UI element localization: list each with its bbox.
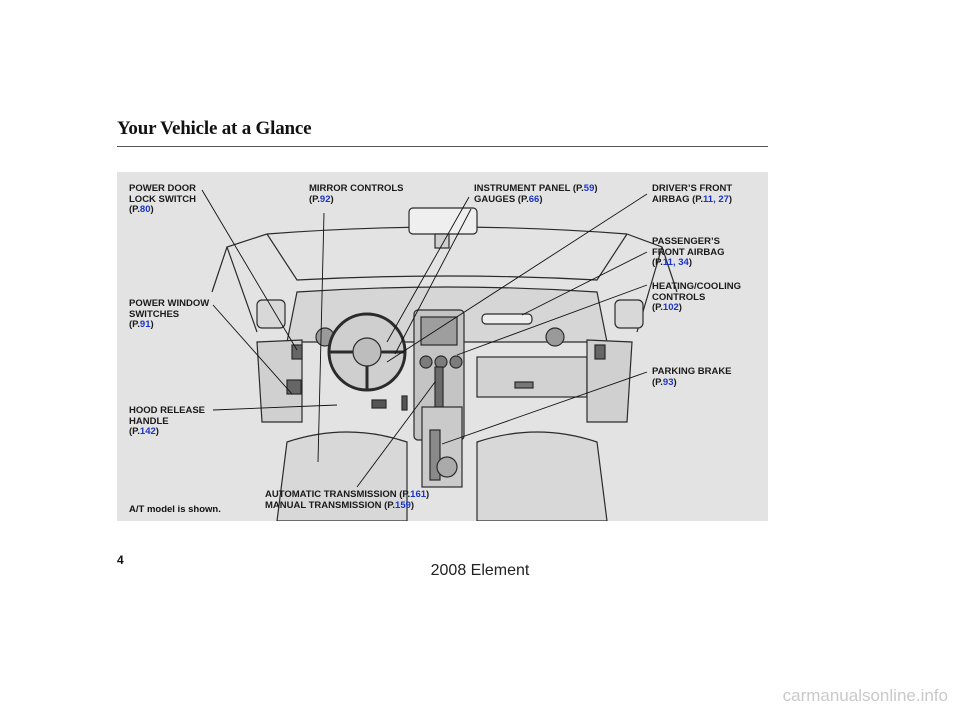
callout-drivers-front-airbag: DRIVER’S FRONT AIRBAG (P.11, 27): [652, 184, 732, 205]
page-ref-link[interactable]: 11, 34: [663, 257, 689, 268]
watermark: carmanualsonline.info: [783, 686, 948, 706]
page-title: Your Vehicle at a Glance: [117, 118, 311, 140]
page-ref-link[interactable]: 80: [140, 204, 151, 215]
dashboard-drawing: [117, 172, 768, 521]
callout-ref-suffix: ): [594, 183, 597, 194]
page-ref-link[interactable]: 161: [410, 489, 426, 500]
callout-mirror-controls: MIRROR CONTROLS (P.92): [309, 184, 403, 205]
callout-label: GAUGES (P.: [474, 194, 529, 205]
page-ref-link[interactable]: 91: [140, 319, 151, 330]
callout-label: POWER WINDOW: [129, 299, 209, 310]
callout-ref-prefix: (P.: [129, 319, 140, 330]
callout-ref-prefix: (P.: [652, 302, 663, 313]
callout-ref-suffix: ): [156, 426, 159, 437]
page-ref-link[interactable]: 66: [529, 194, 540, 205]
callout-heating-cooling-controls: HEATING/COOLING CONTROLS (P.102): [652, 282, 741, 314]
callout-ref-prefix: (P.: [129, 204, 140, 215]
callout-label: MANUAL TRANSMISSION (P.: [265, 500, 395, 511]
callout-ref-suffix: ): [679, 302, 682, 313]
callout-label: INSTRUMENT PANEL (P.: [474, 183, 584, 194]
page-ref-link[interactable]: 159: [395, 500, 411, 511]
callout-ref-prefix: (P.: [309, 194, 320, 205]
callout-ref-suffix: ): [151, 204, 154, 215]
callout-ref-suffix: ): [729, 194, 732, 205]
callout-ref-suffix: ): [331, 194, 334, 205]
page-ref-link[interactable]: 59: [584, 183, 595, 194]
dashboard-illustration: POWER DOOR LOCK SWITCH (P.80) MIRROR CON…: [117, 172, 768, 521]
page-ref-link[interactable]: 102: [663, 302, 679, 313]
callout-label: POWER DOOR: [129, 184, 196, 195]
model-note: A/T model is shown.: [129, 504, 221, 515]
callout-ref-prefix: (P.: [652, 257, 663, 268]
callout-power-door-lock: POWER DOOR LOCK SWITCH (P.80): [129, 184, 196, 216]
callout-label: AIRBAG (P.: [652, 194, 703, 205]
title-rule: [117, 146, 768, 147]
callout-ref-suffix: ): [539, 194, 542, 205]
callout-ref-suffix: ): [151, 319, 154, 330]
callout-hood-release-handle: HOOD RELEASE HANDLE (P.142): [129, 406, 205, 438]
callout-ref-suffix: ): [674, 377, 677, 388]
callout-passengers-front-airbag: PASSENGER’S FRONT AIRBAG (P.11, 34): [652, 237, 724, 269]
page-ref-link[interactable]: 11, 27: [703, 194, 729, 205]
callout-label: HOOD RELEASE: [129, 406, 205, 417]
callout-ref-suffix: ): [426, 489, 429, 500]
callout-ref-suffix: ): [411, 500, 414, 511]
callout-parking-brake: PARKING BRAKE (P.93): [652, 367, 732, 388]
callout-label: PASSENGER’S: [652, 237, 724, 248]
callout-transmission: AUTOMATIC TRANSMISSION (P.161) MANUAL TR…: [265, 490, 429, 511]
callout-ref-suffix: ): [689, 257, 692, 268]
footer-model-year: 2008 Element: [0, 562, 960, 580]
callout-ref-prefix: (P.: [652, 377, 663, 388]
callout-instrument-panel: INSTRUMENT PANEL (P.59) GAUGES (P.66): [474, 184, 598, 205]
page-ref-link[interactable]: 92: [320, 194, 331, 205]
callout-ref-prefix: (P.: [129, 426, 140, 437]
page-ref-link[interactable]: 142: [140, 426, 156, 437]
callout-label: HEATING/COOLING: [652, 282, 741, 293]
callout-label: AUTOMATIC TRANSMISSION (P.: [265, 489, 410, 500]
callout-power-window-switches: POWER WINDOW SWITCHES (P.91): [129, 299, 209, 331]
page-ref-link[interactable]: 93: [663, 377, 674, 388]
